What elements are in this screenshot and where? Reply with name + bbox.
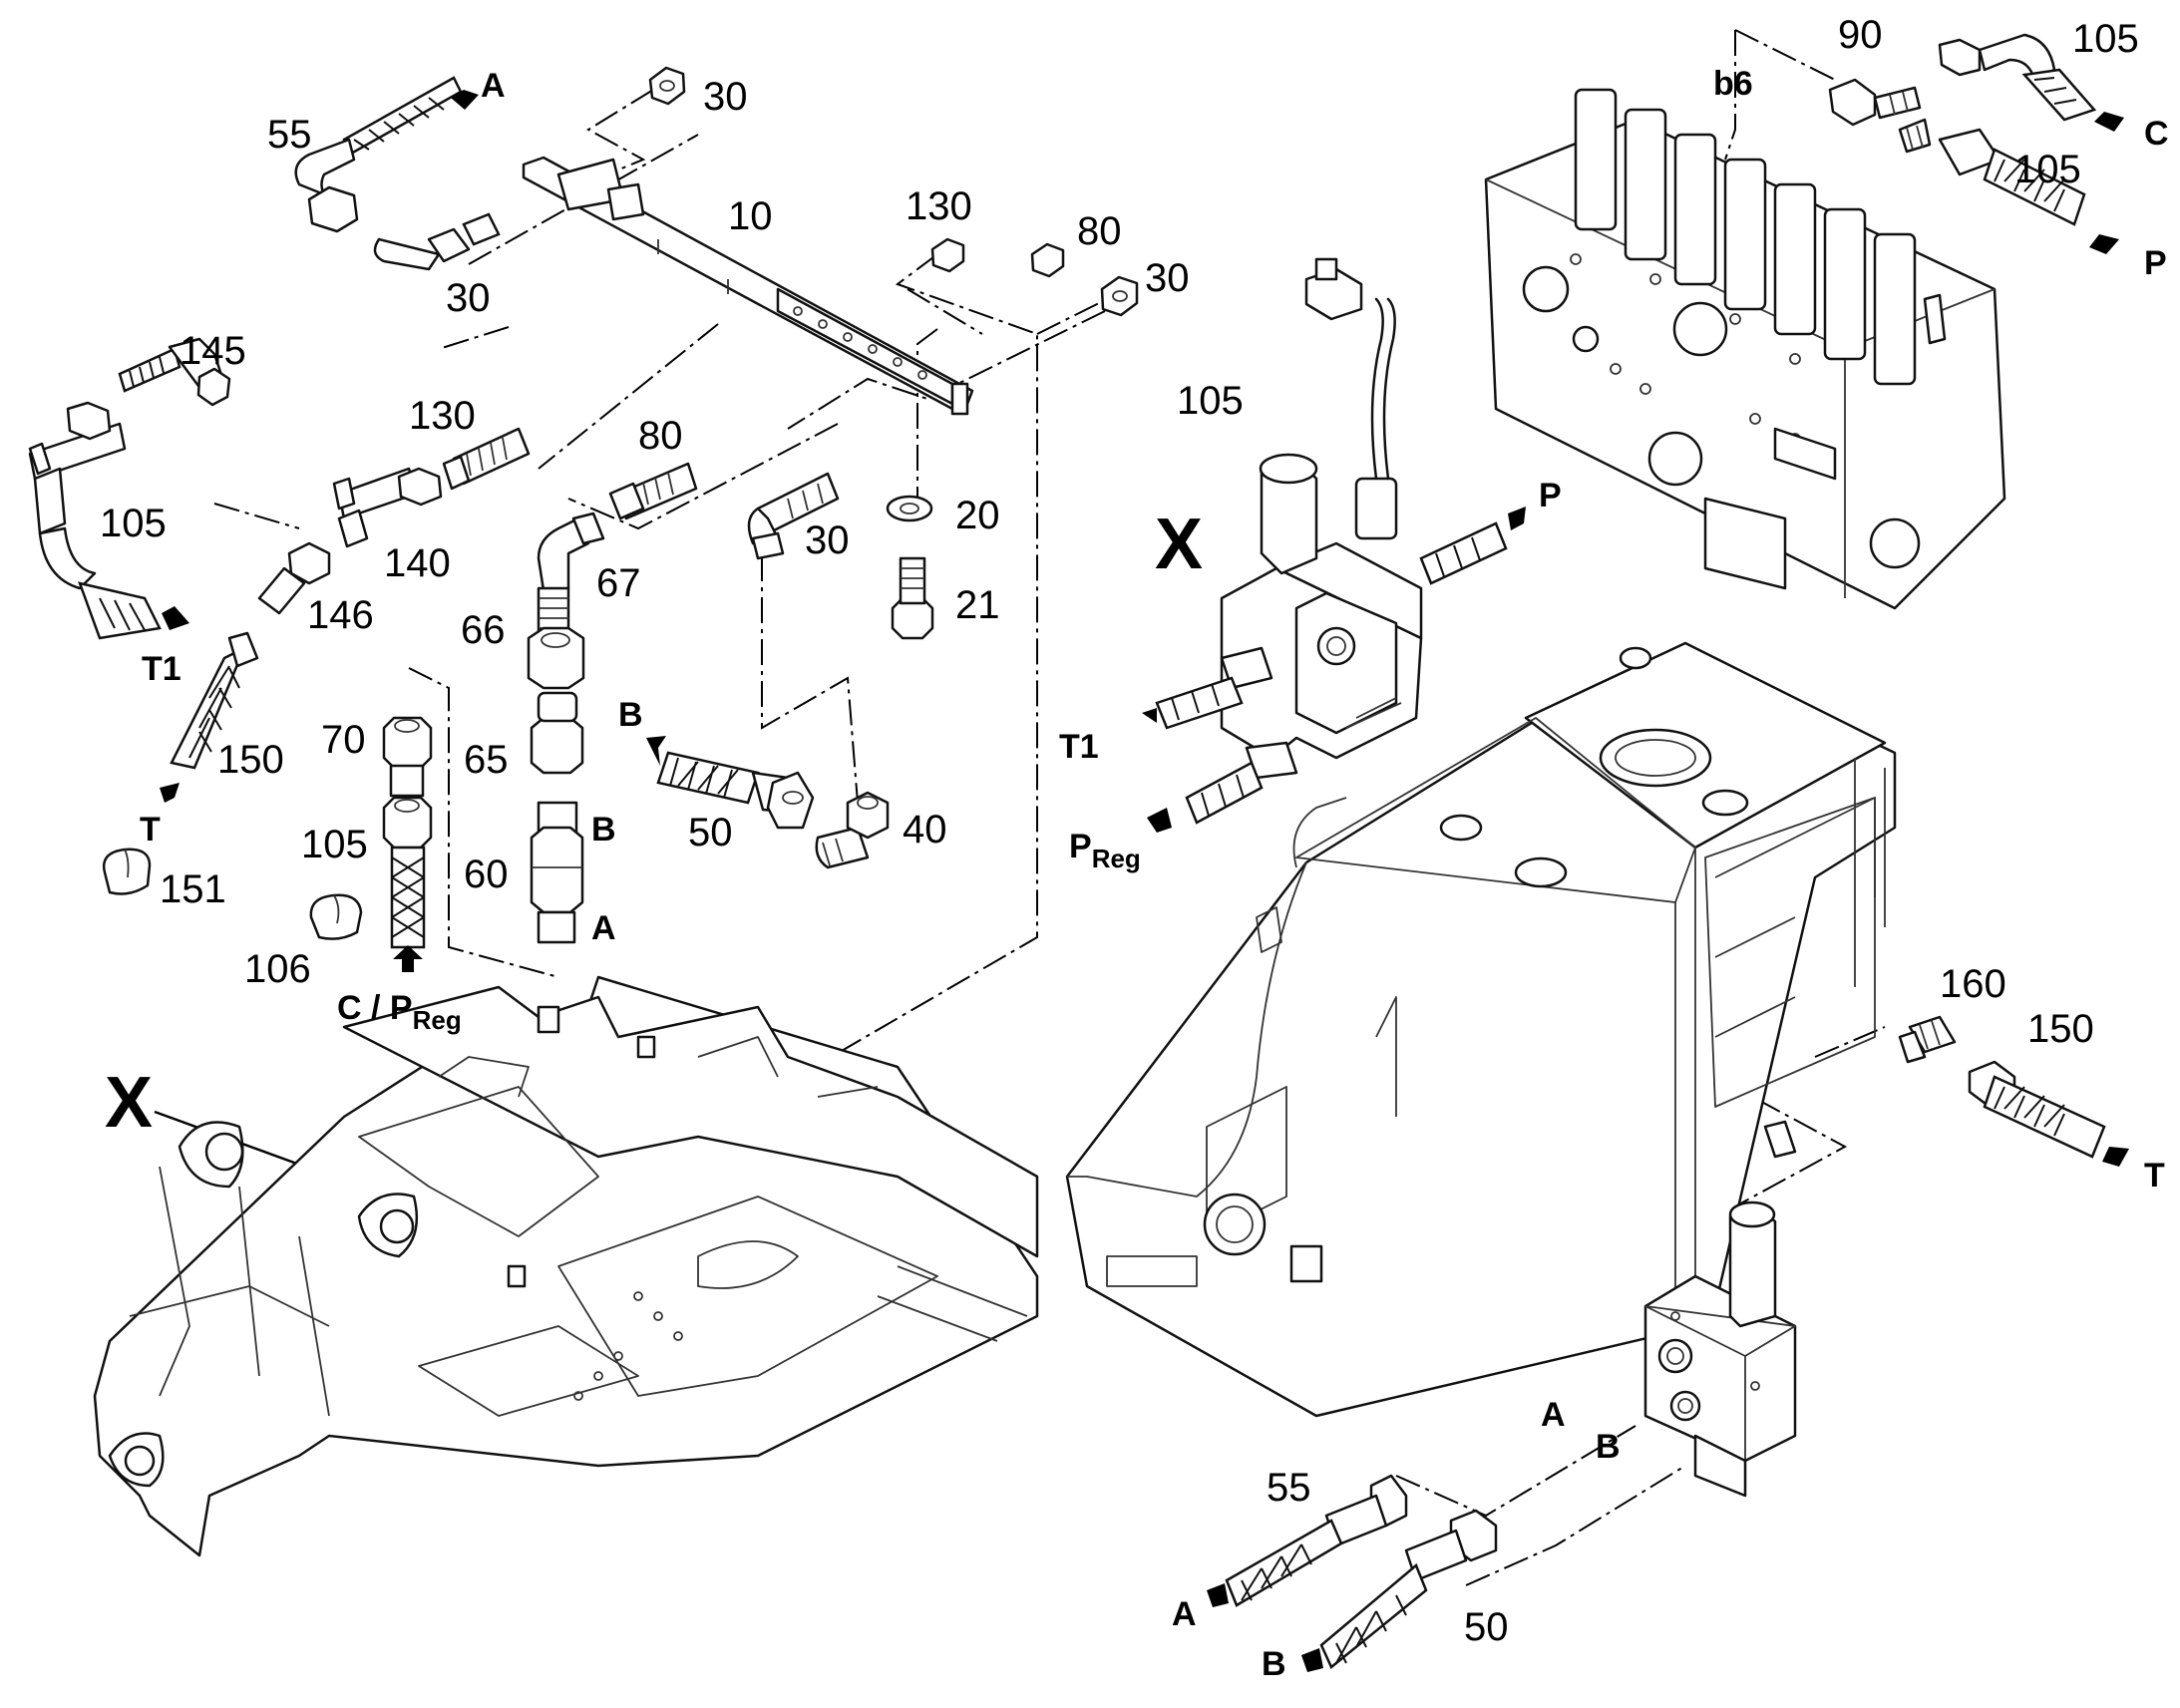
port-b-60: B: [591, 811, 616, 849]
port-p-right: P: [2144, 244, 2167, 282]
label-151: 151: [160, 867, 226, 911]
label-140: 140: [384, 541, 451, 585]
part-number-labels: 55 30 30 10 130 80 30 145 130 80 105 140…: [100, 13, 2139, 1649]
label-70: 70: [321, 718, 366, 762]
port-c-right: C: [2144, 115, 2169, 153]
label-130-nut: 130: [906, 184, 972, 228]
label-160: 160: [1940, 962, 2006, 1006]
hydraulic-tank: [1065, 641, 1897, 1418]
label-130-fitting: 130: [409, 394, 476, 438]
label-105-mid: 105: [301, 823, 368, 866]
port-t1-valve: T1: [1059, 728, 1099, 766]
label-105-left: 105: [100, 502, 167, 545]
nipples: [442, 427, 840, 560]
label-66: 66: [461, 608, 506, 652]
fitting-stack: [527, 512, 605, 944]
label-30-elbow: 30: [805, 518, 850, 562]
label-50-mid: 50: [688, 811, 733, 854]
label-90: 90: [1838, 13, 1883, 57]
view-label-x-frame: X: [105, 1063, 153, 1143]
port-a-top: A: [481, 67, 506, 105]
label-65: 65: [464, 738, 509, 782]
port-b-mid: B: [618, 696, 643, 734]
label-105-right: 105: [2014, 148, 2081, 191]
label-105-top-right: 105: [2072, 17, 2139, 61]
label-145: 145: [180, 329, 246, 373]
port-c-preg: C / PReg: [337, 989, 462, 1035]
label-106: 106: [244, 947, 311, 991]
port-a-block: A: [1541, 1396, 1566, 1434]
port-b6: b6: [1713, 65, 1753, 103]
port-b-block: B: [1596, 1428, 1621, 1466]
label-105-valve: 105: [1177, 379, 1244, 423]
label-50-bottom: 50: [1464, 1605, 1509, 1649]
label-30-nut: 30: [1145, 256, 1190, 300]
label-150-left: 150: [217, 738, 284, 782]
fittings-top-right: [1828, 33, 2124, 254]
label-60: 60: [464, 853, 509, 896]
port-labels: A T1 T B B A C / PReg P T1 PReg b6 C P T…: [105, 65, 2169, 1683]
port-a-60: A: [591, 909, 616, 947]
hose-105-column: [309, 716, 433, 972]
label-20: 20: [955, 494, 1000, 537]
port-a-bottom: A: [1172, 1595, 1197, 1633]
control-valve-block: [1484, 88, 2006, 610]
port-preg-valve: PReg: [1069, 828, 1141, 873]
small-fittings-top: [648, 66, 1139, 640]
view-label-x-main: X: [1155, 505, 1203, 584]
port-t1-left: T1: [142, 650, 182, 688]
assembly-lines: [154, 29, 1886, 1586]
chassis-frame: [93, 975, 1039, 1557]
port-p-valve: P: [1539, 477, 1562, 514]
label-55-top: 55: [267, 113, 312, 157]
bracket-10: [522, 156, 974, 416]
valve-x: [1142, 257, 1526, 833]
label-40: 40: [903, 808, 947, 852]
port-t-left: T: [140, 811, 161, 849]
fittings-right: [1898, 1015, 2129, 1167]
port-b-bottom: B: [1262, 1645, 1286, 1683]
label-80-nut: 80: [1077, 209, 1122, 253]
label-21: 21: [955, 583, 1000, 627]
left-fittings: [28, 337, 443, 895]
label-55-bottom: 55: [1267, 1466, 1311, 1510]
hose-50-mid: [646, 736, 890, 869]
label-67: 67: [596, 561, 641, 605]
hoses-bottom: [1207, 1474, 1498, 1672]
valve-block-bottom: [1643, 1200, 1797, 1498]
label-146: 146: [307, 593, 374, 637]
hose-55-top: [294, 76, 501, 271]
label-30-fitting: 30: [446, 276, 491, 320]
label-150-right: 150: [2027, 1007, 2094, 1051]
port-t-right: T: [2144, 1157, 2165, 1195]
label-30-top: 30: [703, 75, 748, 119]
label-10: 10: [728, 194, 773, 238]
label-80-fitting: 80: [638, 414, 683, 458]
